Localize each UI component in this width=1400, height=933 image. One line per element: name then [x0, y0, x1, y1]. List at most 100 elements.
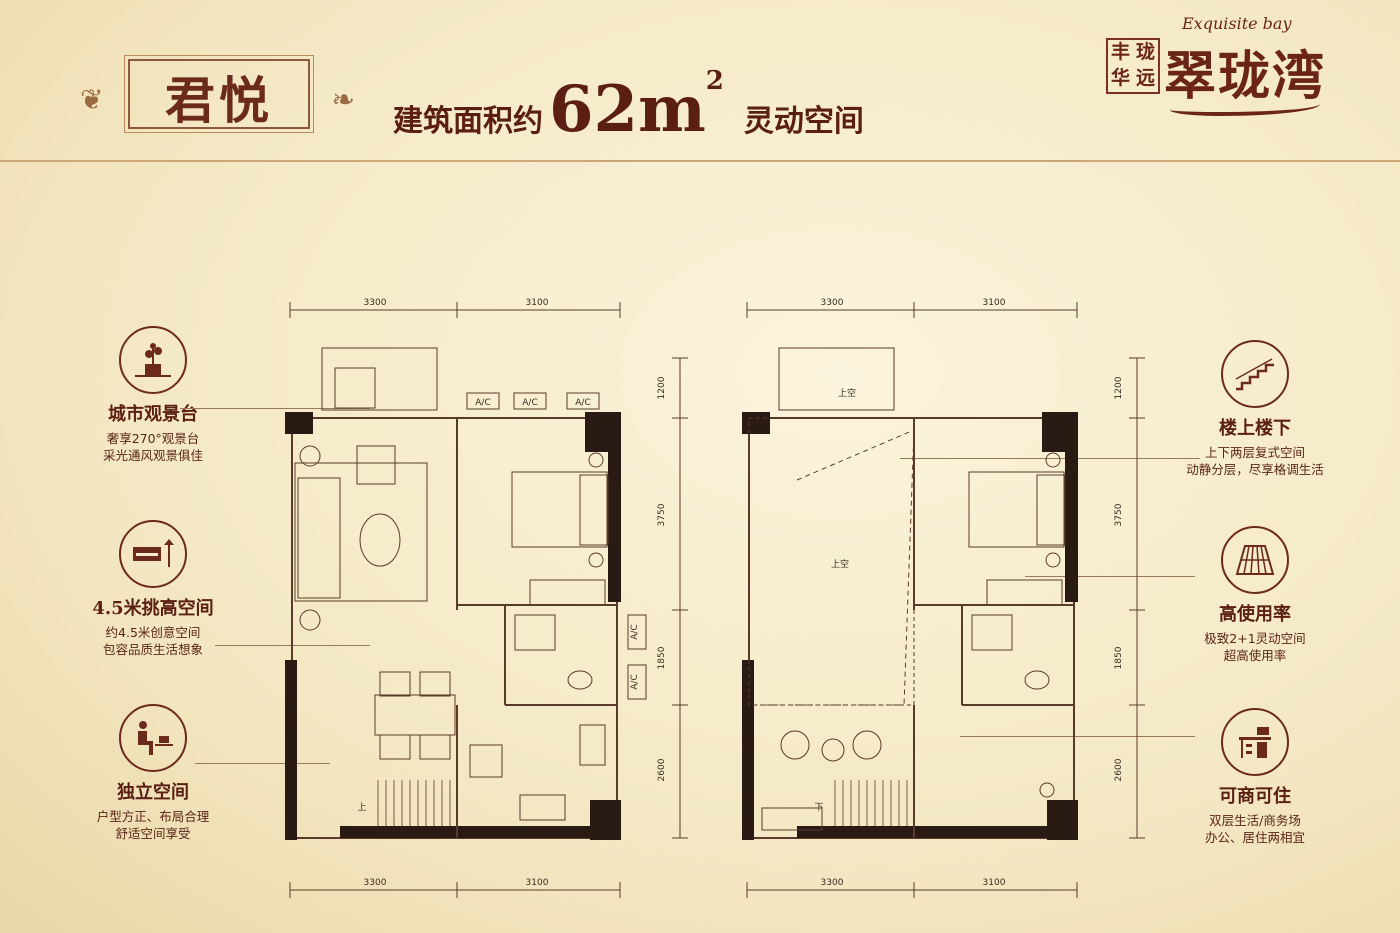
stove — [519, 794, 566, 821]
wall-segment — [608, 452, 621, 602]
area-headline: 建筑面积约 62m 2 灵动空间 — [393, 66, 864, 147]
wall-column — [1047, 800, 1078, 840]
feature-independent-space: 独立空间 户型方正、布局合理舒适空间享受 — [68, 704, 238, 842]
header-divider — [0, 160, 1400, 162]
leader-line — [180, 408, 370, 409]
ornament-left-icon: ❦ — [80, 83, 104, 116]
wall-column — [1042, 412, 1078, 452]
feature-line: 动静分层，尽享格调生活 — [1186, 462, 1324, 477]
dimension-label: 1850 — [657, 646, 667, 669]
dimension-label: 2600 — [1114, 758, 1124, 781]
dining-chair — [419, 671, 451, 697]
rug — [294, 462, 428, 602]
ac-label: A/C — [522, 398, 537, 408]
ac-unit — [627, 614, 647, 650]
feature-city-view: 城市观景台 奢享270°观景台采光通风观景俱佳 — [68, 326, 238, 464]
seal-char: 珑 — [1135, 41, 1155, 63]
dining-chair — [419, 734, 451, 760]
dimension-label: 3100 — [526, 878, 549, 888]
dimension-label: 3750 — [657, 503, 667, 526]
feature-line: 上下两层复式空间 — [1204, 445, 1305, 460]
dimension-label: 3100 — [983, 298, 1006, 308]
wall-segment — [340, 826, 590, 838]
dining-table — [374, 694, 456, 736]
toilet — [567, 670, 593, 690]
feature-duplex: 楼上楼下 上下两层复式空间动静分层，尽享格调生活 — [1170, 340, 1340, 478]
feature-efficiency: 高使用率 极致2+1灵动空间超高使用率 — [1170, 526, 1340, 664]
area-value: 62m — [549, 72, 706, 147]
wall-segment — [1065, 452, 1078, 602]
dimension-label: 2600 — [657, 758, 667, 781]
lounge-chair — [852, 730, 882, 760]
lamp — [299, 445, 321, 467]
fridge — [469, 744, 503, 778]
ornament-right-icon: ❧ — [331, 83, 355, 116]
outer-wall — [748, 417, 1075, 839]
dimension-label: 3300 — [364, 878, 387, 888]
washing-machine — [334, 367, 376, 409]
ac-label: A/C — [575, 398, 590, 408]
wall-column — [585, 412, 621, 452]
feature-line: 办公、居住两相宜 — [1204, 830, 1305, 845]
staircase-icon — [1221, 340, 1289, 408]
seal-char: 丰 — [1110, 41, 1130, 63]
seal-char: 远 — [1135, 67, 1155, 89]
nightstand-lamp — [588, 552, 604, 568]
side-table — [821, 738, 845, 762]
stair-label: 上 — [357, 802, 366, 813]
dimension-label: 3100 — [526, 298, 549, 308]
wall-column — [742, 412, 770, 434]
dimension-label: 1850 — [1114, 646, 1124, 669]
feature-line: 包容品质生活想象 — [102, 642, 203, 657]
feature-title: 高使用率 — [1219, 604, 1291, 625]
wood-floor-icon — [1221, 526, 1289, 594]
wall-segment — [797, 826, 1047, 838]
feature-commercial-residential: 可商可住 双层生活/商务场办公、居住两相宜 — [1170, 708, 1340, 846]
leader-line — [960, 736, 1195, 737]
dimension-label: 1200 — [657, 376, 667, 399]
cabinet — [761, 807, 823, 831]
feature-high-ceiling: 4.5米挑高空间 约4.5米创意空间包容品质生活想象 — [68, 520, 238, 658]
feature-line: 户型方正、布局合理 — [96, 809, 210, 824]
toilet — [1024, 670, 1050, 690]
brand-logo: 丰 珑 华 远 Exquisite bay 翠珑湾 — [1100, 14, 1340, 124]
desk-office-icon — [1221, 708, 1289, 776]
feature-line: 舒适空间享受 — [115, 826, 191, 841]
bed-headboard — [1036, 474, 1066, 546]
unit-name: 君悦 — [165, 71, 273, 130]
wardrobe — [986, 579, 1063, 606]
wardrobe — [529, 579, 606, 606]
feature-line: 奢享270°观景台 — [106, 431, 200, 446]
dining-chair — [379, 734, 411, 760]
feature-title: 可商可住 — [1219, 786, 1291, 807]
balcony-void — [778, 347, 895, 411]
nightstand-lamp — [588, 452, 604, 468]
dimension-label: 3100 — [983, 878, 1006, 888]
ac-unit — [466, 392, 500, 410]
dining-chair — [379, 671, 411, 697]
area-unit-sup: 2 — [705, 66, 724, 96]
sink — [971, 614, 1013, 651]
balcony — [321, 347, 438, 411]
feature-line: 采光通风观景俱佳 — [102, 448, 203, 463]
void-label: 上空 — [831, 558, 849, 570]
coffee-table — [359, 513, 401, 567]
void-area — [748, 417, 915, 706]
wall-segment — [742, 660, 754, 840]
feature-line: 双层生活/商务场 — [1209, 813, 1301, 828]
ac-label: A/C — [475, 398, 490, 408]
leader-line — [195, 763, 330, 764]
ac-unit — [627, 664, 647, 700]
leader-line — [1025, 576, 1195, 577]
nightstand-lamp — [1045, 552, 1061, 568]
feature-title: 楼上楼下 — [1219, 418, 1291, 439]
title-frame — [124, 55, 314, 133]
dimension-label: 1200 — [1114, 376, 1124, 399]
wall-column — [285, 412, 313, 434]
logo-english: Exquisite bay — [1182, 14, 1292, 33]
kitchen-sink — [579, 724, 606, 766]
feature-line: 约4.5米创意空间 — [105, 625, 201, 640]
